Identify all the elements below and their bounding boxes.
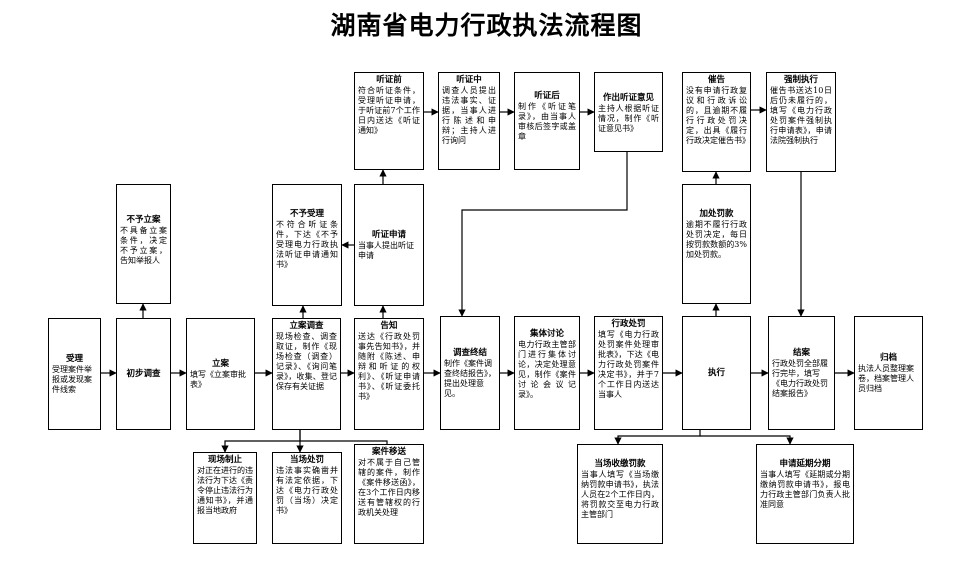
node-body: 对不属于自己管辖的案件，制作《案件移送函》，在3个工作日内移送有管辖权的行政机关… (358, 458, 420, 517)
node-title: 案件移送 (371, 447, 406, 457)
node-dangchang-chufa: 当场处罚 违法事实确凿并有法定依据，下达《电力行政处罚（当场）决定书》 (272, 452, 342, 544)
node-body: 逾期不履行行政处罚决定，每日按罚款数额的3%加处罚款。 (686, 220, 747, 259)
node-body: 送达《行政处罚事先告知书》，并随附《陈述、申辩和听证的权利》、《听证申请书》、《… (358, 332, 420, 401)
node-xingzheng-chufa: 行政处罚 填写《电力行政处罚案件处理审批表》，下达《电力行政处罚案件决定书》，并… (594, 316, 663, 430)
node-title: 现场制止 (207, 455, 242, 465)
node-title: 听证后 (534, 91, 560, 101)
node-title: 听证申请 (371, 229, 406, 240)
node-title: 当场收缴罚款 (594, 459, 646, 469)
node-body: 不具备立案条件，决定不予立案，告知举报人 (120, 226, 167, 265)
node-body: 不符合听证条件，下达《不予受理电力行政执法听证申请通知书》 (276, 220, 338, 269)
node-buyu-lian: 不予立案 不具备立案条件，决定不予立案，告知举报人 (116, 184, 171, 304)
node-title: 作出听证意见 (602, 93, 654, 103)
node-body: 当事人提出听证申请 (358, 240, 414, 260)
node-title: 执行 (707, 367, 725, 378)
node-body: 制作《听证笔录》，由当事人审核后签字或盖章 (518, 102, 576, 141)
node-tingzheng-hou: 听证后 制作《听证笔录》，由当事人审核后签字或盖章 (514, 72, 580, 170)
node-title: 催告 (707, 75, 725, 85)
node-body: 当事人填写《当场缴纳罚款申请书》，执法人员在2个工作日内，将罚款交至电力行政主管… (581, 470, 659, 519)
node-title: 加处罚款 (699, 209, 734, 219)
node-body: 填写《电力行政处罚案件处理审批表》，下达《电力行政处罚案件决定书》，并于7个工作… (598, 330, 659, 399)
node-body: 对正在进行的违法行为下达《责令停止违法行为通知书》，并通报当地政府 (197, 466, 253, 515)
node-jiean: 结案 行政处罚全部履行完毕，填写《电力行政处罚结案报告》 (768, 316, 835, 430)
node-body: 主持人根据听证情况，制作《听证意见书》 (598, 104, 659, 133)
node-anjian-yisong: 案件移送 对不属于自己管辖的案件，制作《案件移送函》，在3个工作日内移送有管辖权… (354, 444, 424, 544)
node-title: 当场处罚 (289, 455, 324, 465)
node-anjian-diaocha: 立案调查 现场检查、调查取证，制作《现场检查（调查）记录》、《询问笔录》，收集、… (272, 318, 341, 430)
node-qiangzhi-zhixing: 强制执行 催告书送达10日后仍未履行的，填写《电力行政处罚案件强制执行申请表》，… (766, 72, 836, 172)
node-body: 调查人员提出违法事实、证据，当事人进行陈述和申辩；主持人进行询问 (442, 86, 496, 145)
page-title: 湖南省电力行政执法流程图 (330, 11, 643, 40)
node-buyu-shouli: 不予受理 不符合听证条件，下达《不予受理电力行政执法听证申请通知书》 (272, 184, 342, 306)
node-guidang: 归档 执法人员整理案卷，档案管理人员归档 (854, 316, 923, 430)
node-title: 受理 (65, 353, 83, 364)
node-tingzheng-qian: 听证前 符合听证条件，受理听证申请，于听证前7个工作日内送达《听证通知》 (354, 72, 424, 170)
node-body: 制作《案件调查终结报告》，提出处理意见。 (444, 358, 496, 398)
node-title: 结案 (792, 347, 810, 358)
node-body: 现场检查、调查取证，制作《现场检查（调查）记录》、《询问笔录》，收集、登记保存有… (276, 332, 337, 391)
node-chubu-diaocha: 初步调查 (116, 318, 171, 430)
node-lian: 立案 填写《立案审批表》 (186, 318, 255, 430)
node-body: 催告书送达10日后仍未履行的，填写《电力行政处罚案件强制执行申请表》，申请法院强… (770, 86, 832, 145)
node-body: 没有申请行政复议和行政诉讼的，且逾期不履行行政处罚决定，出具《履行行政决定催告书… (686, 86, 750, 145)
node-jiachu-fakuan: 加处罚款 逾期不履行行政处罚决定，每日按罚款数额的3%加处罚款。 (682, 184, 751, 304)
node-title: 听证中 (456, 75, 482, 85)
node-body: 填写《立案审批表》 (190, 369, 246, 389)
node-title: 行政处罚 (611, 319, 646, 329)
node-body: 电力行政主管部门进行集体讨论，决定处理意见，制作《案件讨论会议记录》。 (518, 340, 576, 399)
node-cuigao: 催告 没有申请行政复议和行政诉讼的，且逾期不履行行政处罚决定，出具《履行行政决定… (682, 72, 751, 172)
node-title: 立案 (211, 358, 229, 369)
node-title: 归档 (879, 352, 897, 363)
node-zhixing: 执行 (682, 316, 751, 430)
node-zuochu-yijian: 作出听证意见 主持人根据听证情况，制作《听证意见书》 (594, 72, 663, 152)
node-gaozhi: 告知 送达《行政处罚事先告知书》，并随附《陈述、申辩和听证的权利》、《听证申请书… (354, 318, 424, 430)
node-tingzheng-zhong: 听证中 调查人员提出违法事实、证据，当事人进行陈述和申辩；主持人进行询问 (438, 72, 500, 170)
node-title: 不予受理 (289, 209, 324, 219)
node-jiti-taolun: 集体讨论 电力行政主管部门进行集体讨论，决定处理意见，制作《案件讨论会议记录》。 (514, 316, 580, 430)
node-body: 执法人员整理案卷，档案管理人员归档 (858, 363, 914, 393)
node-body: 受理案件举报或发现案件线索 (52, 364, 92, 394)
node-title: 集体讨论 (529, 329, 564, 339)
node-title: 强制执行 (783, 75, 818, 85)
node-title: 初步调查 (126, 368, 161, 379)
node-title: 申请延期分期 (779, 459, 831, 469)
node-shouli: 受理 受理案件举报或发现案件线索 (48, 318, 101, 430)
node-body: 符合听证条件，受理听证申请，于听证前7个工作日内送达《听证通知》 (358, 86, 420, 135)
node-tingzheng-shenqing: 听证申请 当事人提出听证申请 (354, 184, 424, 306)
node-shenqing-yanqi: 申请延期分期 当事人填写《延期或分期缴纳罚款申请书》，报电力行政主管部门负责人批… (756, 444, 854, 544)
node-body: 违法事实确凿并有法定依据，下达《电力行政处罚（当场）决定书》 (276, 466, 338, 515)
node-title: 调查终结 (452, 347, 487, 358)
node-title: 听证前 (376, 75, 402, 85)
node-title: 告知 (380, 321, 398, 331)
node-dangchang-shoujiao: 当场收缴罚款 当事人填写《当场缴纳罚款申请书》，执法人员在2个工作日内，将罚款交… (577, 444, 663, 544)
node-diaocha-zhongjie: 调查终结 制作《案件调查终结报告》，提出处理意见。 (440, 316, 500, 430)
node-xianchang-zhizhi: 现场制止 对正在进行的违法行为下达《责令停止违法行为通知书》，并通报当地政府 (193, 452, 257, 544)
node-title: 不予立案 (126, 215, 161, 225)
node-body: 行政处罚全部履行完毕，填写《电力行政处罚结案报告》 (772, 358, 828, 398)
node-title: 立案调查 (289, 321, 324, 331)
node-body: 当事人填写《延期或分期缴纳罚款申请书》，报电力行政主管部门负责人批准同意 (760, 470, 850, 509)
